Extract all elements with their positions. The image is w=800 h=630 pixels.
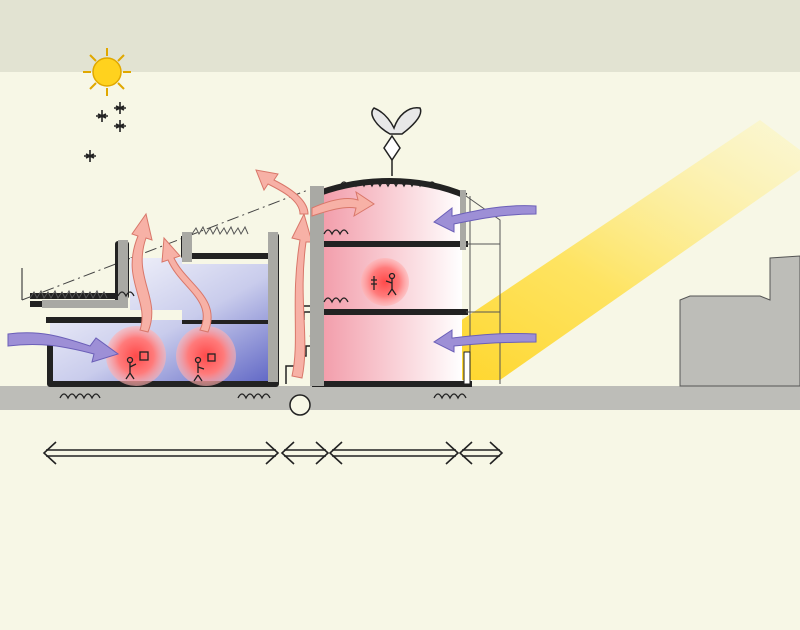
double-arrow-icon (44, 442, 502, 464)
neighbour-building (680, 256, 800, 386)
cool-airflow-in-right-1 (434, 206, 536, 232)
ground-slab (0, 386, 800, 410)
snowflake-icon (84, 102, 126, 162)
heat-zone-2 (176, 326, 236, 386)
sun-icon (83, 48, 131, 96)
heat-zone-3 (361, 258, 409, 306)
heat-zone-1 (106, 326, 166, 386)
sunspace-post (464, 352, 470, 384)
top-band (0, 0, 800, 72)
roof-grass-right (192, 227, 248, 234)
drain-opening (290, 395, 310, 415)
stair-airflow (292, 214, 312, 378)
wind-turbine-icon (372, 108, 421, 176)
